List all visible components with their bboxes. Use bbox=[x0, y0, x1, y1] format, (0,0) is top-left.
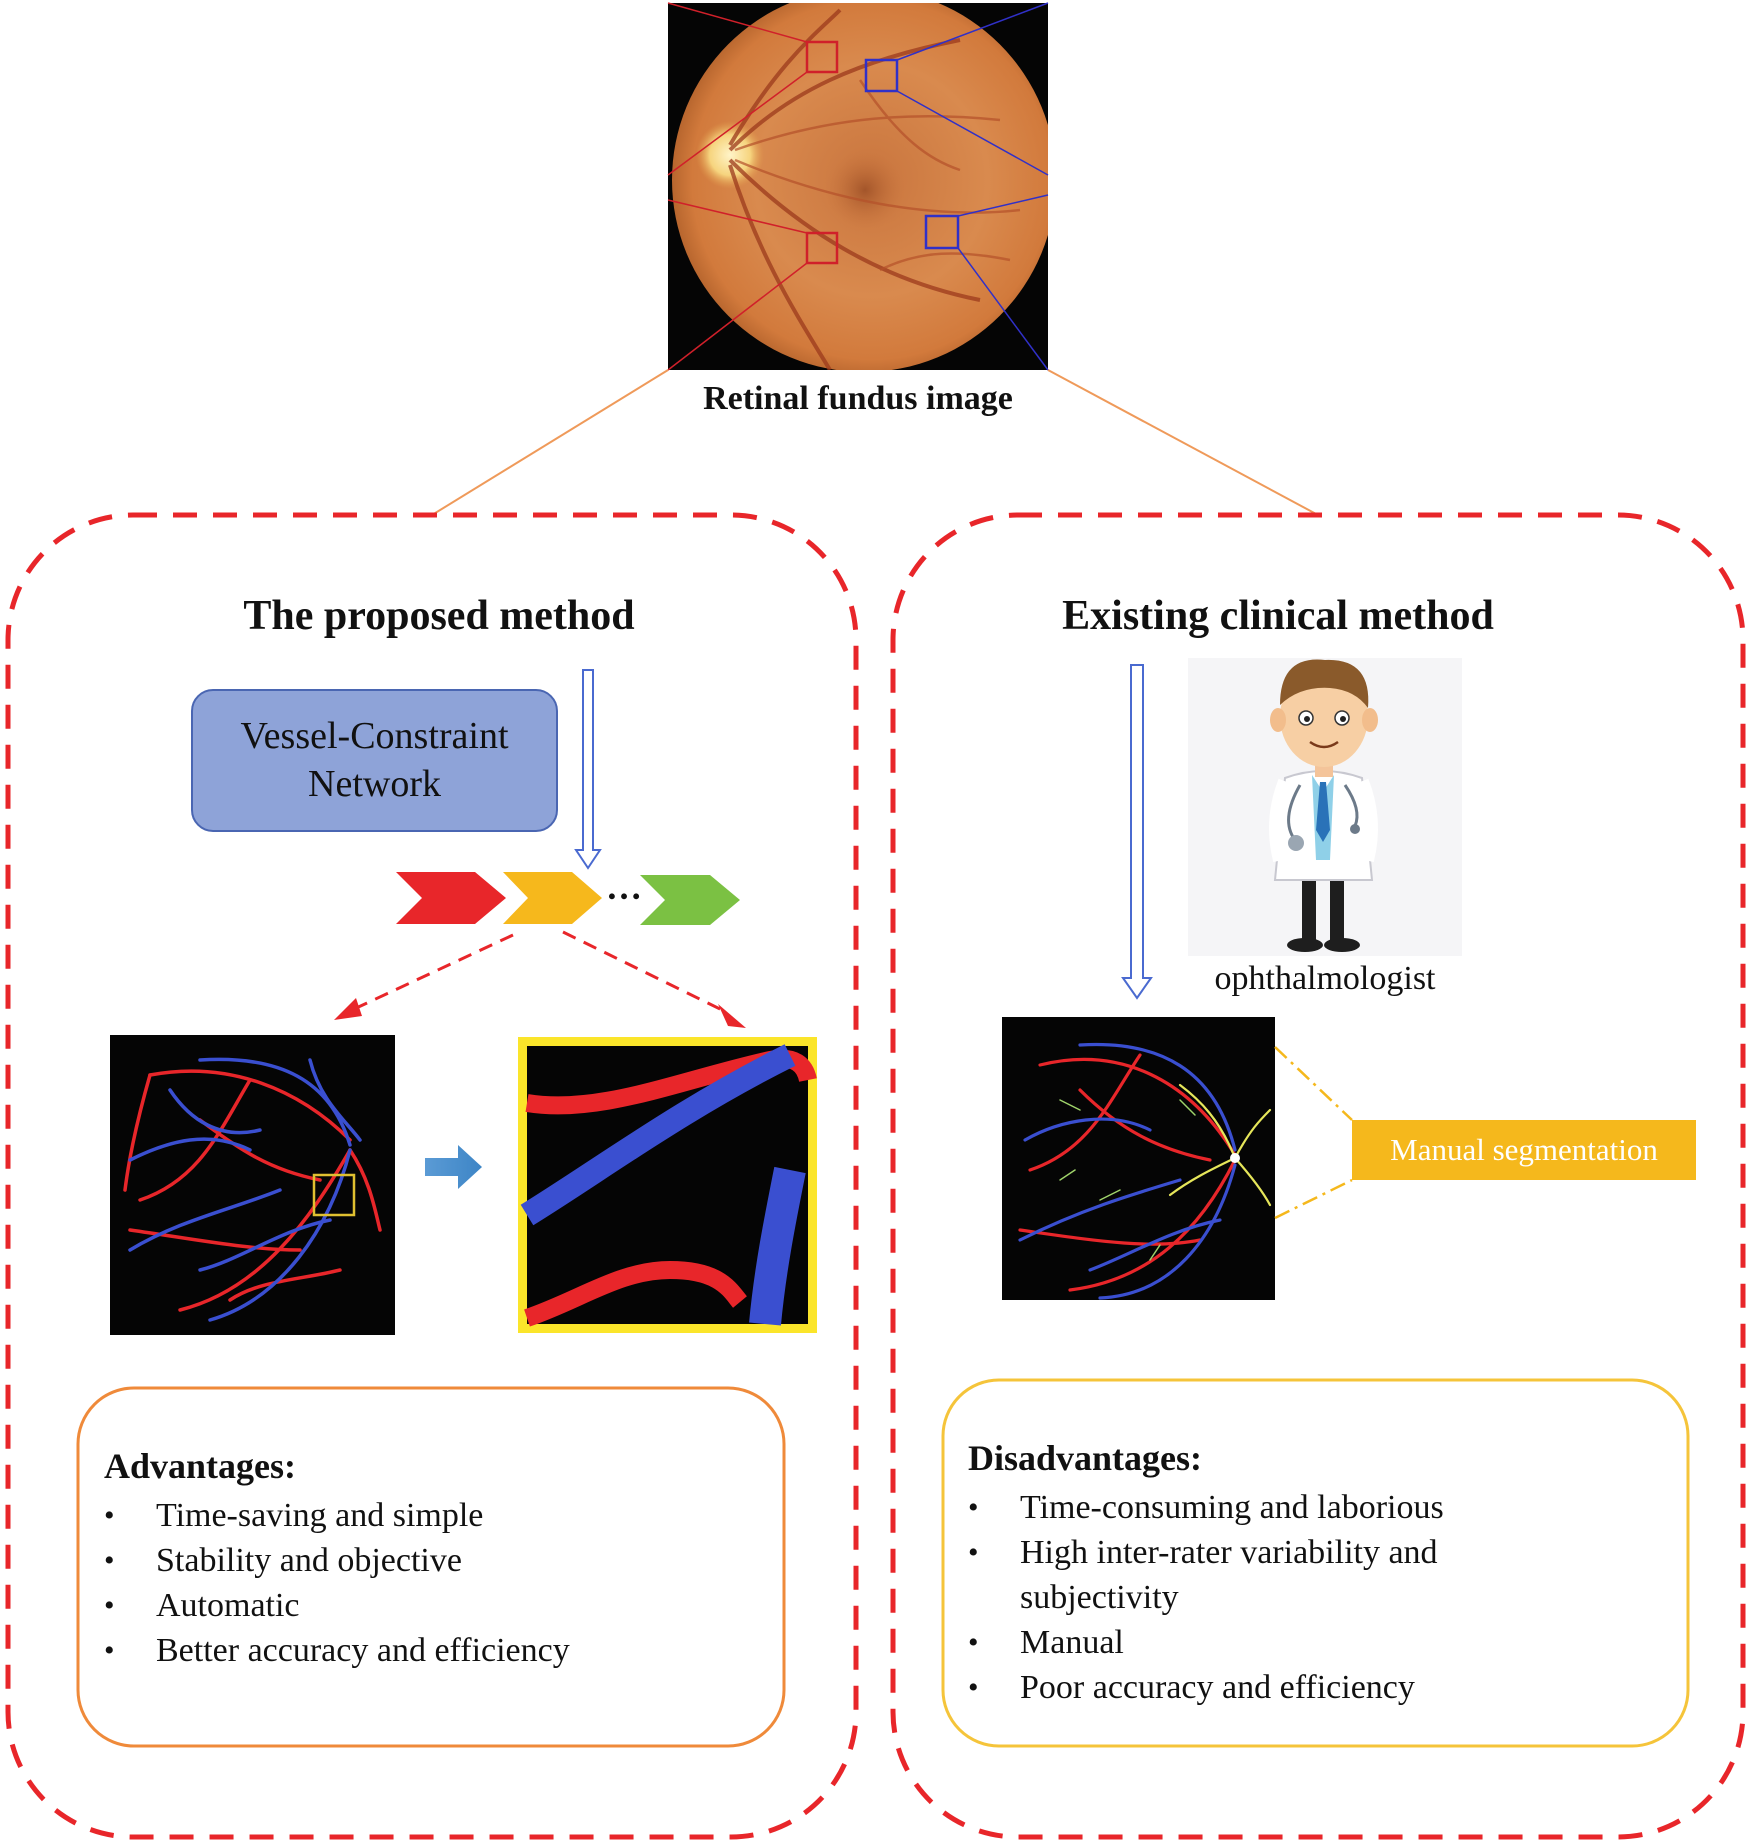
advantages-list: Time-saving and simple Stability and obj… bbox=[104, 1493, 764, 1673]
dashed-arrow-right bbox=[562, 930, 746, 1028]
advantages-box: Advantages: Time-saving and simple Stabi… bbox=[104, 1445, 764, 1673]
manual-segmentation-label: Manual segmentation bbox=[1352, 1120, 1696, 1180]
right-panel-title: Existing clinical method bbox=[1062, 593, 1494, 639]
disadvantages-heading: Disadvantages: bbox=[968, 1438, 1203, 1478]
list-item: High inter-rater variability and bbox=[968, 1530, 1668, 1575]
list-item: Better accuracy and efficiency bbox=[104, 1628, 764, 1673]
vessel-segmentation-image bbox=[110, 1035, 395, 1335]
list-item: Time-consuming and laborious bbox=[968, 1485, 1668, 1530]
ellipsis: … bbox=[606, 867, 642, 907]
chevron-yellow-icon bbox=[503, 872, 602, 924]
right-panel-border bbox=[890, 512, 1746, 1840]
fundus-image bbox=[667, 2, 1049, 371]
disadvantages-list: Time-consuming and laborious High inter-… bbox=[968, 1485, 1668, 1710]
connector-left bbox=[431, 369, 669, 516]
list-item: Poor accuracy and efficiency bbox=[968, 1665, 1668, 1710]
list-item: Time-saving and simple bbox=[104, 1493, 764, 1538]
vessel-constraint-network-box: Vessel-Constraint Network bbox=[191, 689, 558, 832]
network-box-line1: Vessel-Constraint bbox=[240, 715, 509, 757]
left-panel-title: The proposed method bbox=[243, 593, 635, 639]
right-arrow-icon bbox=[425, 1145, 482, 1189]
dashed-arrow-left bbox=[334, 933, 514, 1020]
down-arrow-left bbox=[574, 669, 602, 870]
zoomed-segmentation-image bbox=[518, 1037, 817, 1333]
list-item: Stability and objective bbox=[104, 1538, 764, 1583]
connector-right bbox=[1047, 369, 1319, 516]
down-arrow-right bbox=[1121, 664, 1153, 1000]
disadvantages-box: Disadvantages: Time-consuming and labori… bbox=[968, 1437, 1668, 1710]
ophthalmologist-label: ophthalmologist bbox=[1214, 960, 1436, 997]
manual-segmentation-image bbox=[1002, 1017, 1275, 1300]
list-item: Manual bbox=[968, 1620, 1668, 1665]
fundus-caption: Retinal fundus image bbox=[703, 380, 1013, 417]
list-item-continuation: subjectivity bbox=[1020, 1579, 1179, 1616]
list-item: Automatic bbox=[104, 1583, 764, 1628]
left-panel-border bbox=[5, 512, 859, 1840]
chevron-green-icon bbox=[640, 875, 740, 925]
doctor-icon bbox=[1188, 658, 1462, 956]
chevron-red-icon bbox=[396, 872, 506, 924]
manual-connectors bbox=[1274, 1046, 1353, 1220]
advantages-heading: Advantages: bbox=[104, 1446, 297, 1486]
network-box-line2: Network bbox=[308, 762, 441, 805]
